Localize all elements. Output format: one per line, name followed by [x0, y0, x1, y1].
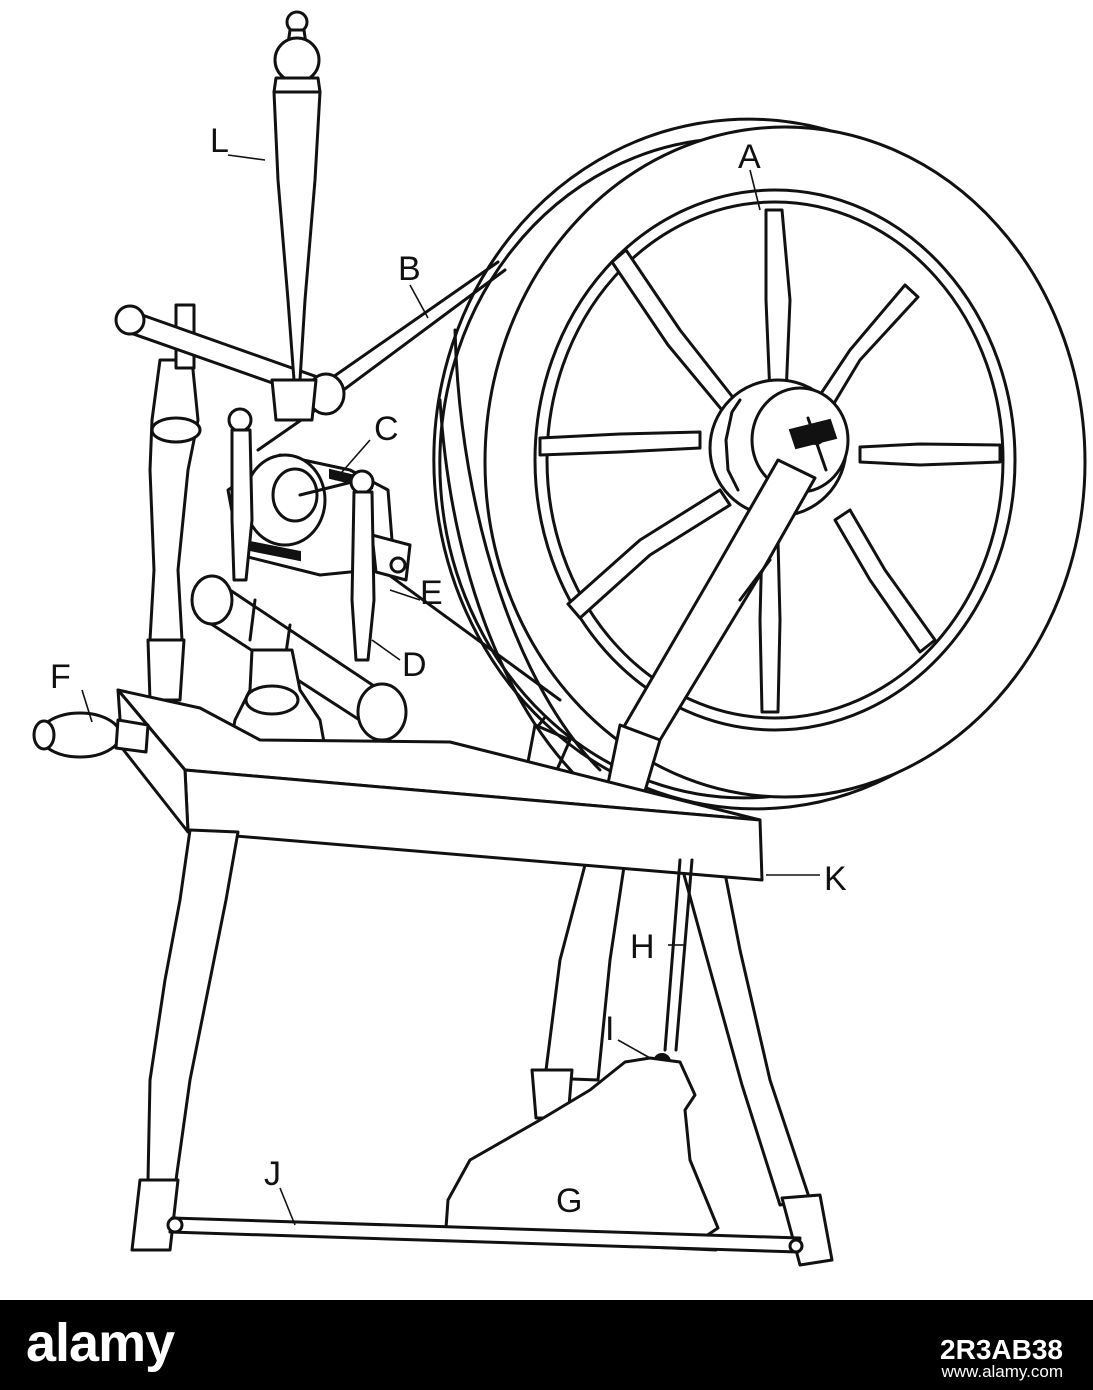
tension-knob [32, 711, 150, 759]
spinning-wheel-diagram: A B C D E F G H I J K L [32, 10, 1087, 1267]
leader-lines [81, 154, 820, 1226]
label-k: K [824, 860, 847, 898]
flyer-assembly [226, 453, 412, 582]
treadle-bar [166, 1216, 804, 1254]
label-g: G [556, 1182, 582, 1220]
watermark-footer: alamy 2R3AB38 www.alamy.com [0, 1300, 1093, 1390]
treadle [442, 1056, 722, 1252]
site-url: www.alamy.com [941, 1362, 1063, 1381]
wheel-upright-front [603, 458, 817, 810]
label-b: B [398, 250, 421, 288]
label-d: D [402, 646, 427, 684]
label-f: F [50, 658, 71, 696]
front-leg-left [130, 828, 240, 1252]
label-c: C [374, 410, 399, 448]
table [116, 688, 764, 882]
footman [653, 858, 694, 1071]
label-l: L [210, 122, 229, 160]
rear-leg-right [678, 856, 834, 1267]
front-maidens [227, 407, 376, 662]
label-j: J [264, 1155, 281, 1193]
label-a: A [738, 138, 761, 176]
label-i: I [605, 1010, 614, 1048]
label-h: H [630, 928, 655, 966]
brand-logo: alamy [26, 1313, 175, 1373]
distaff [270, 10, 322, 422]
part-labels: A B C D E F G H I J K L [50, 122, 847, 1220]
spinning-wheel-drawing: A B C D E F G H I J K L [32, 10, 1087, 1267]
left-maiden-post [146, 303, 202, 702]
label-e: E [420, 574, 443, 612]
image-id: 2R3AB38 [940, 1334, 1063, 1365]
